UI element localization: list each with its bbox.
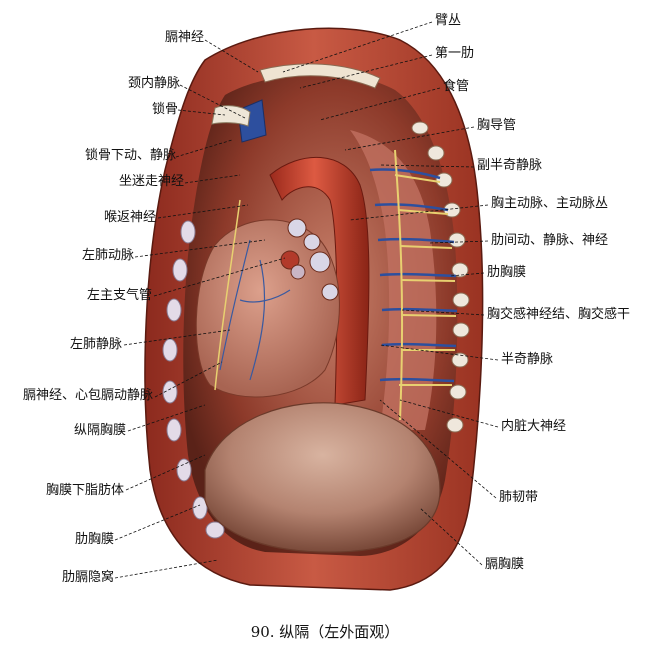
- label-accessory-hemiazygos-vein: 副半奇静脉: [477, 158, 543, 173]
- label-intercostal-vessels-nerves: 肋间动、静脉、神经: [491, 233, 609, 248]
- pericardial-vessels: [219, 239, 291, 381]
- label-sympathetic-ganglia-trunk: 胸交感神经结、胸交感干: [487, 307, 631, 322]
- label-greater-splanchnic-nerve: 内脏大神经: [501, 419, 567, 434]
- label-internal-jugular-vein: 颈内静脉: [127, 76, 180, 91]
- label-thoracic-aorta-plexus: 胸主动脉、主动脉丛: [491, 196, 609, 211]
- figure-caption: 90. 纵隔（左外面观）: [250, 623, 400, 641]
- label-subpleural-fat-body: 胸膜下脂肪体: [45, 483, 124, 498]
- label-pulmonary-ligament: 肺韧带: [499, 490, 539, 505]
- label-phrenic-pericardiacophrenic: 膈神经、心包膈动静脉: [22, 388, 153, 403]
- phrenic-nerve: [214, 199, 241, 391]
- ribs: [411, 121, 470, 433]
- label-mediastinal-pleura: 纵隔胸膜: [73, 423, 126, 438]
- label-subclavian-artery-vein: 锁骨下动、静脉: [84, 148, 176, 163]
- label-clavicle: 锁骨: [151, 102, 178, 117]
- hilum: [280, 218, 339, 301]
- diaphragm: [204, 402, 441, 553]
- label-costodiaphragmatic-recess: 肋膈隐窝: [61, 570, 114, 585]
- label-costal-pleura-left: 肋胸膜: [74, 532, 114, 547]
- label-left-pulmonary-artery: 左肺动脉: [81, 248, 134, 263]
- label-recurrent-laryngeal-nerve: 喉返神经: [103, 210, 156, 225]
- sympathetic-trunk: [394, 149, 457, 421]
- label-left-pulmonary-vein: 左肺静脉: [69, 337, 122, 352]
- first-rib: [259, 63, 381, 89]
- label-phrenic-nerve: 膈神经: [164, 30, 204, 45]
- label-brachial-plexus: 臂丛: [435, 13, 462, 28]
- label-hemiazygos-vein: 半奇静脉: [501, 352, 554, 367]
- thoracic-aorta: [269, 156, 370, 406]
- label-first-rib: 第一肋: [435, 46, 475, 61]
- intercostal-vessels: [369, 168, 458, 383]
- label-costal-pleura-right: 肋胸膜: [487, 265, 527, 280]
- label-thoracic-duct: 胸导管: [477, 118, 517, 133]
- label-vagus-nerve: 坐迷走神经: [118, 174, 184, 189]
- label-left-main-bronchus: 左主支气管: [86, 288, 152, 303]
- leader-lines-left: [114, 39, 286, 579]
- label-diaphragmatic-pleura: 膈胸膜: [485, 557, 525, 572]
- label-esophagus: 食管: [443, 79, 470, 94]
- costal-cartilages: [162, 220, 225, 539]
- leader-lines-right: [282, 21, 499, 566]
- clavicle: [211, 105, 251, 127]
